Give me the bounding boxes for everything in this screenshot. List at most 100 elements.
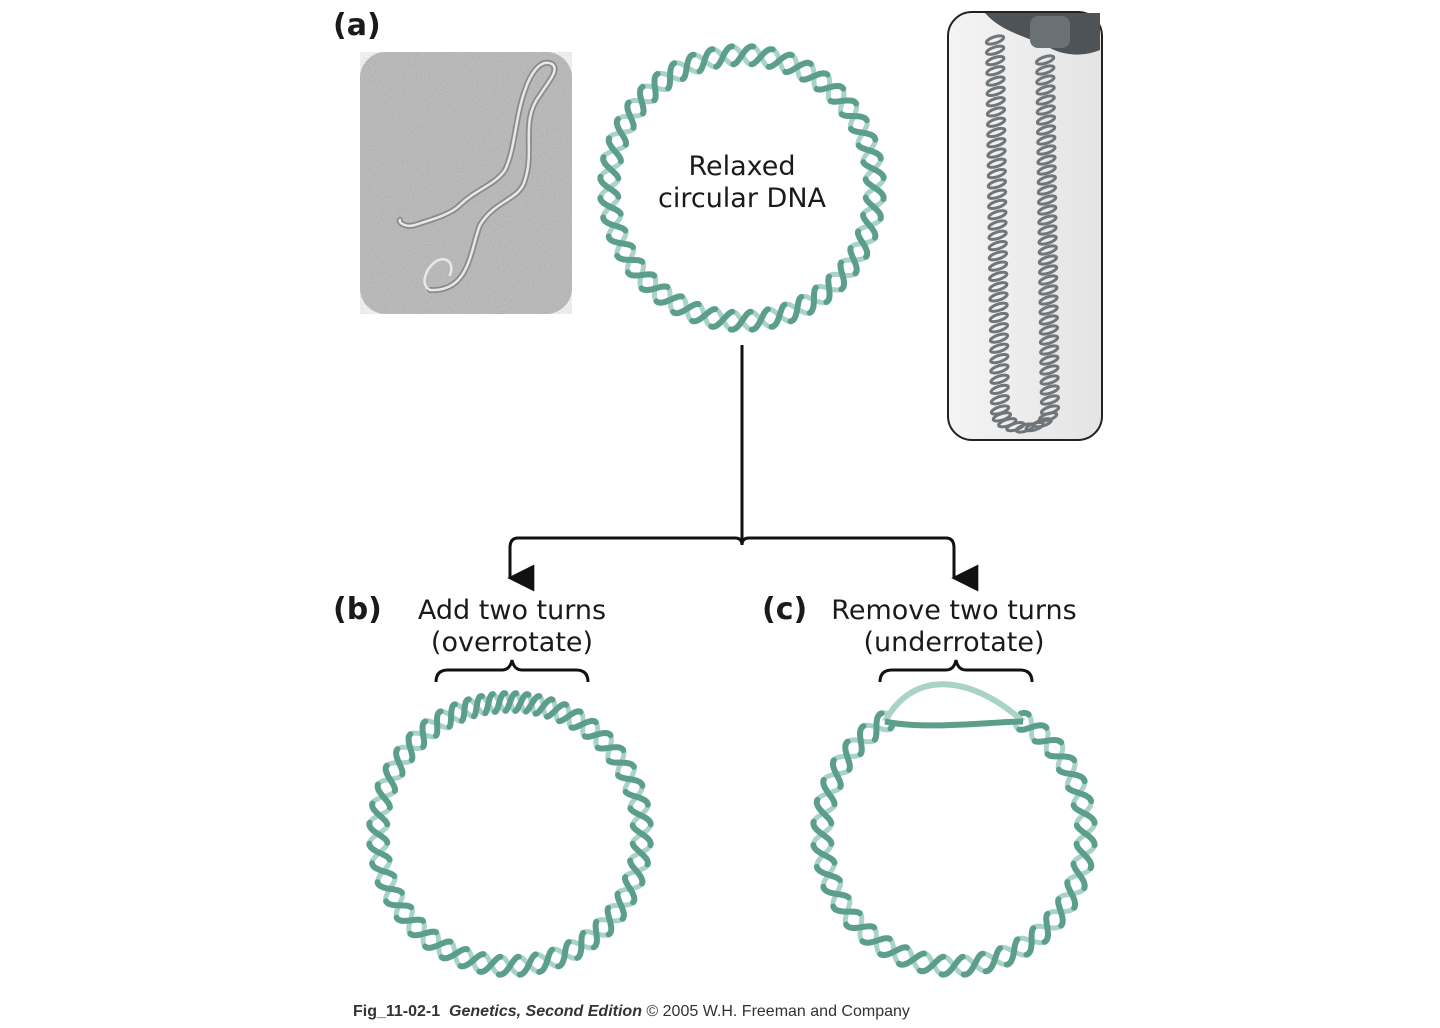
cord-coil <box>985 85 1006 98</box>
cord-coil <box>1039 344 1060 356</box>
cord-coil <box>988 322 1010 334</box>
dna-strand-front <box>366 690 654 978</box>
dna-circle-underrotated <box>810 681 1098 978</box>
dna-strand-back <box>811 710 1098 977</box>
cord-coil <box>984 44 1006 56</box>
cord-coil <box>986 126 1007 139</box>
cord-coil <box>988 301 1009 313</box>
cord-coil <box>1036 134 1057 146</box>
cord-coil <box>1039 384 1060 396</box>
cord-coil <box>986 147 1007 159</box>
cord-coil <box>987 219 1008 231</box>
cord-coil <box>1038 274 1059 286</box>
dna-strand-front <box>810 709 1098 978</box>
panel-b-label-line2: (overrotate) <box>430 627 594 658</box>
arrow-to-b <box>507 536 744 592</box>
cord-coil <box>1039 354 1060 366</box>
cord-coil <box>987 209 1008 221</box>
cord-coil <box>987 229 1008 241</box>
panel-a-label-line2: circular DNA <box>658 183 826 214</box>
cord-coil <box>985 75 1006 87</box>
cord-coil <box>1036 144 1057 156</box>
cord-coil <box>987 198 1008 211</box>
cord-coil <box>1035 124 1057 136</box>
cord-coil <box>986 137 1007 149</box>
dna-strand-front <box>366 690 654 978</box>
cord-coil <box>1038 314 1059 326</box>
cord-coil <box>1038 284 1059 296</box>
cord-coil <box>1037 254 1059 266</box>
panel-b-letter: (b) <box>333 592 382 627</box>
cord-coil <box>988 281 1009 293</box>
telephone-cord-photo <box>947 11 1103 441</box>
cord-coil <box>989 373 1010 385</box>
cord-coil <box>985 116 1007 128</box>
cord-coil <box>1037 204 1058 216</box>
cord-coil <box>987 260 1009 272</box>
cord-coil <box>988 291 1009 303</box>
cord-coil <box>984 34 1006 46</box>
cord-coil <box>1038 334 1060 346</box>
cord-coil <box>987 250 1009 262</box>
cord-coil <box>1034 54 1056 66</box>
caption-fig: Fig_11-02-1 <box>353 1003 441 1020</box>
panel-c-letter: (c) <box>762 592 808 627</box>
cord-coil <box>989 363 1010 375</box>
cord-coil <box>985 96 1006 108</box>
panel-b-label: Add two turns (overrotate) <box>396 595 628 659</box>
panel-c-label-line1: Remove two turns <box>831 595 1077 626</box>
cord-coil <box>989 394 1011 406</box>
braces <box>434 659 1034 683</box>
dna-strand-front <box>810 710 1098 978</box>
caption-book: Genetics, Second Edition <box>449 1003 642 1020</box>
cord-coil <box>1036 154 1057 166</box>
cord-coil <box>1036 174 1057 186</box>
panel-c-label-line2: (underrotate) <box>863 627 1045 658</box>
cord-coil <box>1039 374 1060 386</box>
panel-b-label-line1: Add two turns <box>417 595 607 626</box>
dna-circle-overrotated <box>366 690 654 978</box>
branch-arrows <box>507 345 979 592</box>
cord-coil <box>1035 94 1056 106</box>
cord-coil <box>1035 84 1056 96</box>
cord-coil <box>989 352 1010 365</box>
cord-coil <box>985 65 1006 77</box>
cord-coil <box>988 311 1009 324</box>
cord-coil <box>1038 294 1059 306</box>
cord-coil <box>1039 394 1061 406</box>
cord-coil <box>1035 64 1056 76</box>
panel-a-label: Relaxed circular DNA <box>611 151 873 215</box>
electron-micrograph <box>360 52 572 314</box>
cord-coil <box>1035 74 1056 86</box>
arrow-to-c <box>740 536 979 592</box>
cord-coil <box>1037 244 1058 256</box>
cord-coil <box>1039 404 1061 416</box>
cord-coil <box>1037 234 1058 246</box>
cord-coil <box>986 178 1008 190</box>
cord-coil <box>987 239 1008 252</box>
cord-coil <box>985 54 1006 67</box>
cord-coil <box>1038 324 1060 336</box>
caption-rest: © 2005 W.H. Freeman and Company <box>646 1003 910 1020</box>
coiled-cord <box>984 34 1061 434</box>
cord-coil <box>1037 264 1059 276</box>
brace-c <box>878 659 1034 683</box>
cord-coil <box>1036 194 1058 206</box>
panel-a-label-line1: Relaxed <box>688 151 796 182</box>
figure-caption: Fig_11-02-1 Genetics, Second Edition © 2… <box>353 1003 910 1021</box>
dna-strand-front <box>597 43 887 333</box>
cord-coil <box>1037 224 1058 236</box>
brace-b <box>434 659 590 683</box>
panel-c-label: Remove two turns (underrotate) <box>816 595 1092 659</box>
cord-coil <box>989 383 1010 396</box>
cord-coil <box>988 332 1010 344</box>
cord-coil <box>1037 214 1058 226</box>
unwound-strand-bottom <box>884 718 1024 729</box>
cord-coil <box>985 106 1007 118</box>
panel-a-letter: (a) <box>333 8 381 43</box>
dna-circle-relaxed <box>597 43 887 333</box>
dna-strand-front <box>597 43 887 333</box>
cord-coil <box>988 270 1009 283</box>
cord-coil <box>989 342 1010 354</box>
